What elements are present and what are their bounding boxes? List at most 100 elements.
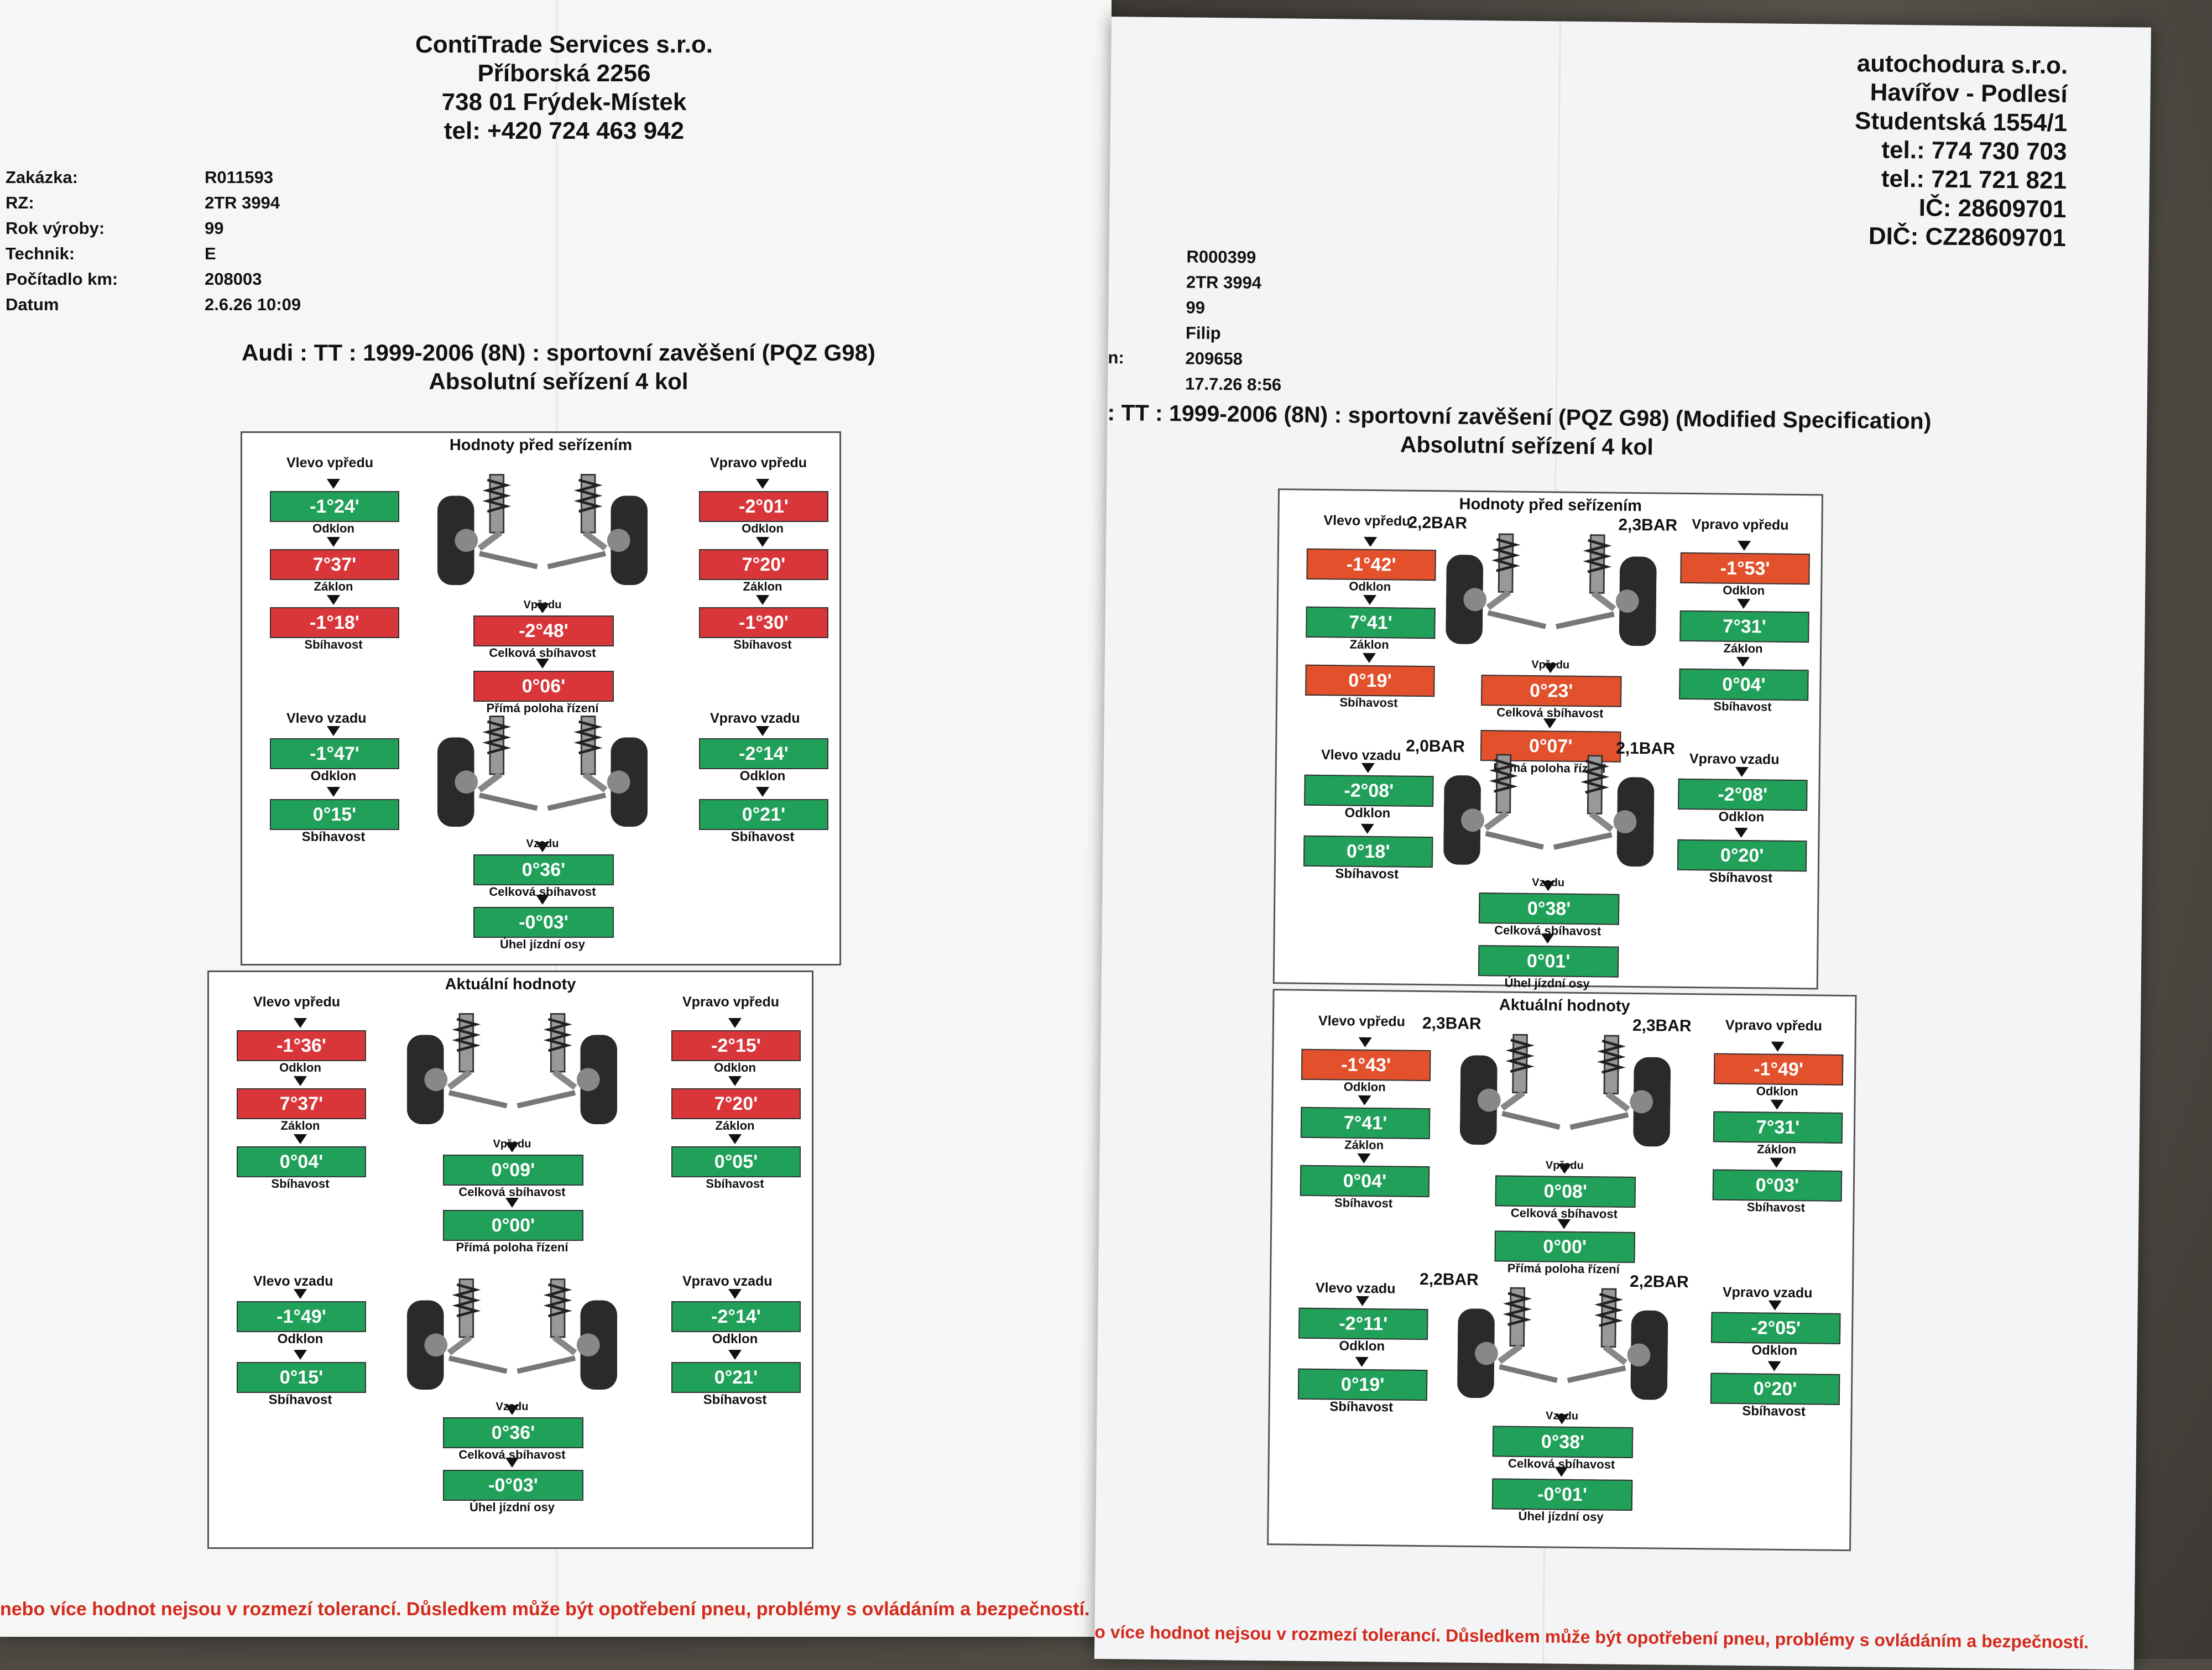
down-arrow-icon (294, 1076, 307, 1086)
meta-key: Technik: (6, 244, 75, 263)
tire-pressure-label: 2,0BAR (1406, 737, 1465, 756)
angle-value-box: 0°36' (473, 854, 614, 885)
company-line: DIČ: CZ28609701 (1868, 222, 2067, 252)
wheel-position-label: Vlevo vzadu (1315, 1280, 1396, 1297)
angle-caption: Sbíhavost (268, 1392, 332, 1407)
angle-value-box: 0°15' (270, 799, 399, 830)
meta-value: 99 (205, 218, 224, 238)
down-arrow-icon (728, 1076, 742, 1086)
angle-caption: Sbíhavost (706, 1177, 764, 1191)
down-arrow-icon (1736, 656, 1750, 667)
down-arrow-icon (294, 1018, 307, 1028)
down-arrow-icon (1355, 1296, 1369, 1307)
angle-caption: Úhel jízdní osy (1518, 1509, 1604, 1524)
tire-pressure-label: 2,2BAR (1629, 1272, 1689, 1292)
angle-caption: Přímá poloha řízení (486, 701, 599, 715)
tolerance-warning: o více hodnot nejsou v rozmezí tolerancí… (1094, 1621, 2089, 1652)
down-arrow-icon (756, 479, 769, 489)
angle-value-box: -0°03' (473, 907, 614, 938)
suspension-diagram-icon (1459, 1034, 1671, 1147)
angle-caption: Sbíhavost (1335, 866, 1399, 882)
angle-value-box: -2°05' (1710, 1312, 1841, 1344)
angle-value-box: -1°53' (1680, 552, 1810, 585)
angle-value-box: -2°01' (699, 491, 828, 522)
wheel-position-label: Vpravo vzadu (682, 1274, 773, 1289)
angle-caption: Odklon (712, 1332, 758, 1347)
angle-value-box: -1°36' (237, 1030, 366, 1061)
wheel-position-label: Vpravo vpředu (1692, 516, 1789, 533)
order-meta: R000399 2TR 3994 99 Filip 209658 17.7.26… (1185, 244, 1283, 398)
down-arrow-icon (1358, 1095, 1371, 1106)
angle-value-box: 0°06' (473, 671, 614, 702)
angle-caption: Sbíhavost (304, 638, 363, 651)
wheel-position-label: Vpravo vzadu (1689, 751, 1780, 768)
angle-caption: Odklon (279, 1061, 321, 1074)
down-arrow-icon (1770, 1157, 1783, 1168)
down-arrow-icon (536, 659, 549, 669)
report-sheet-right: autochodura s.r.o. Havířov - Podlesí Stu… (1094, 17, 2151, 1670)
wheel-position-label: Vlevo vzadu (286, 711, 367, 726)
angle-caption: Odklon (310, 769, 357, 784)
suspension-diagram-icon (1443, 754, 1655, 867)
angle-value-box: 7°37' (270, 549, 399, 580)
angle-value-box: -2°08' (1678, 778, 1808, 811)
angle-caption: Záklon (314, 580, 353, 593)
down-arrow-icon (756, 787, 769, 797)
angle-value-box: 0°03' (1712, 1169, 1843, 1202)
suspension-diagram-icon (1457, 1287, 1668, 1400)
angle-value-box: -2°14' (671, 1301, 801, 1332)
angle-caption: Odklon (742, 521, 784, 535)
angle-caption: Celková sbíhavost (458, 1185, 566, 1199)
angle-value-box: -1°42' (1306, 548, 1436, 581)
company-header: autochodura s.r.o. Havířov - Podlesí Stu… (1778, 49, 2068, 253)
angle-caption: Odklon (1756, 1084, 1798, 1099)
panel-title: Aktuální hodnoty (445, 975, 576, 993)
down-arrow-icon (1737, 540, 1751, 551)
vehicle-title: Audi : TT : 1999-2006 (8N) : sportovní z… (242, 340, 875, 366)
down-arrow-icon (327, 537, 340, 547)
angle-caption: Odklon (1339, 1338, 1385, 1354)
down-arrow-icon (1355, 1356, 1369, 1367)
angle-value-box: 7°37' (237, 1088, 366, 1119)
down-arrow-icon (1541, 933, 1554, 944)
angle-caption: Záklon (1344, 1137, 1384, 1152)
wheel-position-label: Vlevo vpředu (1323, 513, 1411, 529)
tire-pressure-label: 2,2BAR (1419, 1270, 1479, 1290)
meta-value: 209658 (1185, 348, 1243, 369)
down-arrow-icon (505, 1405, 519, 1415)
order-meta: Zakázka:R011593 RZ:2TR 3994 Rok výroby:9… (6, 165, 301, 317)
suspension-diagram-icon (407, 1013, 617, 1124)
meta-value: 99 (1186, 298, 1206, 317)
angle-value-box: -1°18' (270, 607, 399, 638)
company-line: autochodura s.r.o. (1856, 50, 2068, 80)
down-arrow-icon (1555, 1414, 1569, 1424)
angle-caption: Sbíhavost (1339, 695, 1398, 710)
company-line: 738 01 Frýdek-Místek (441, 88, 687, 116)
tolerance-warning: nebo více hodnot nejsou v rozmezí tolera… (0, 1599, 1090, 1620)
angle-caption: Sbíhavost (703, 1392, 767, 1407)
angle-value-box: 0°04' (237, 1146, 366, 1177)
angle-value-box: 0°38' (1492, 1426, 1634, 1459)
company-line: tel: +420 724 463 942 (444, 117, 685, 144)
tire-pressure-label: 2,3BAR (1422, 1014, 1481, 1034)
angle-value-box: 0°04' (1679, 668, 1809, 701)
angle-value-box: 0°20' (1677, 839, 1807, 872)
angle-value-box: -2°08' (1304, 774, 1434, 807)
company-line: Havířov - Podlesí (1870, 79, 2068, 108)
angle-value-box: -1°49' (1713, 1053, 1844, 1086)
down-arrow-icon (327, 787, 340, 797)
down-arrow-icon (1360, 823, 1374, 834)
angle-caption: Sbíhavost (1329, 1399, 1394, 1415)
wheel-position-label: Vpravo vzadu (1722, 1284, 1813, 1301)
angle-value-box: 7°41' (1300, 1107, 1431, 1140)
angle-value-box: 0°21' (671, 1362, 801, 1393)
meta-value: R000399 (1186, 247, 1256, 267)
report-sheet-left: ContiTrade Services s.r.o. Příborská 225… (0, 0, 1112, 1637)
angle-caption: Odklon (1718, 809, 1765, 825)
meta-key: Zakázka: (6, 168, 78, 187)
company-line: tel.: 774 730 703 (1881, 136, 2067, 166)
angle-caption: Sbíhavost (1746, 1200, 1806, 1215)
angle-caption: Úhel jízdní osy (499, 937, 586, 951)
angle-caption: Odklon (714, 1061, 756, 1074)
angle-caption: Sbíhavost (731, 829, 795, 844)
